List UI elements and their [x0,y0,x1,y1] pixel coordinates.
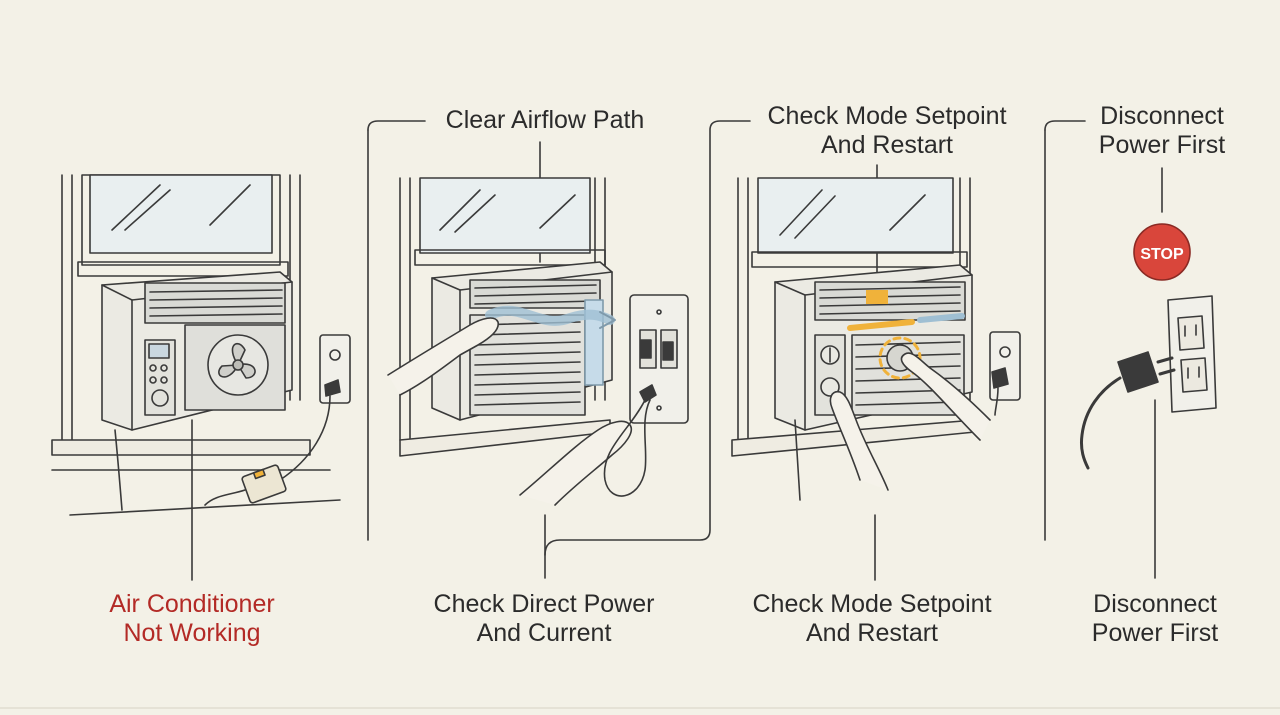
panel-3-illustration [731,164,1021,581]
label-check-mode-setpoint-top: Check Mode Setpoint And Restart [767,102,1007,159]
outlet-bottom-socket [1180,357,1208,393]
wall-outlet-3 [989,331,1021,416]
bracket-line-2 [367,120,426,131]
ac-unit-3 [774,264,973,431]
window-frame-2 [399,177,611,457]
panel-2-illustration [367,120,751,579]
top-vent [144,282,286,324]
plug-adapter [114,429,287,511]
wall-outlet-4 [1167,295,1217,413]
label-air-conditioner-not-working: Air Conditioner Not Working [109,590,275,647]
setpoint-highlight [878,336,922,380]
bracket-line-4 [1044,120,1086,131]
power-cord-2 [603,399,651,497]
label-check-direct-power: Check Direct Power And Current [433,590,655,647]
airflow-arrow [485,305,615,326]
label-disconnect-power-bottom: Disconnect Power First [1091,590,1219,647]
hand-right-3 [900,352,991,441]
wall-switch-plate [629,294,689,424]
label-check-mode-setpoint-bottom: Check Mode Setpoint And Restart [752,590,992,647]
panel-1-illustration [51,174,351,581]
hand-right [519,420,632,506]
highlight-strip [847,319,915,331]
ac-unit-2 [431,261,613,421]
window-frame [51,174,341,516]
ac-unit-1 [101,271,293,431]
stop-sign: STOP [1133,223,1191,281]
outlet-top-socket [1177,315,1205,351]
unplugged-plug [1080,351,1176,470]
panel-4-illustration: STOP [1044,120,1217,579]
front-grille [469,314,586,416]
label-disconnect-power-top: Disconnect Power First [1098,102,1226,159]
stop-sign-text: STOP [1140,246,1184,263]
highlight-indicator [866,290,888,304]
label-clear-airflow-path: Clear Airflow Path [445,106,645,134]
hand-left-3 [829,390,889,491]
hand-left [387,317,500,396]
